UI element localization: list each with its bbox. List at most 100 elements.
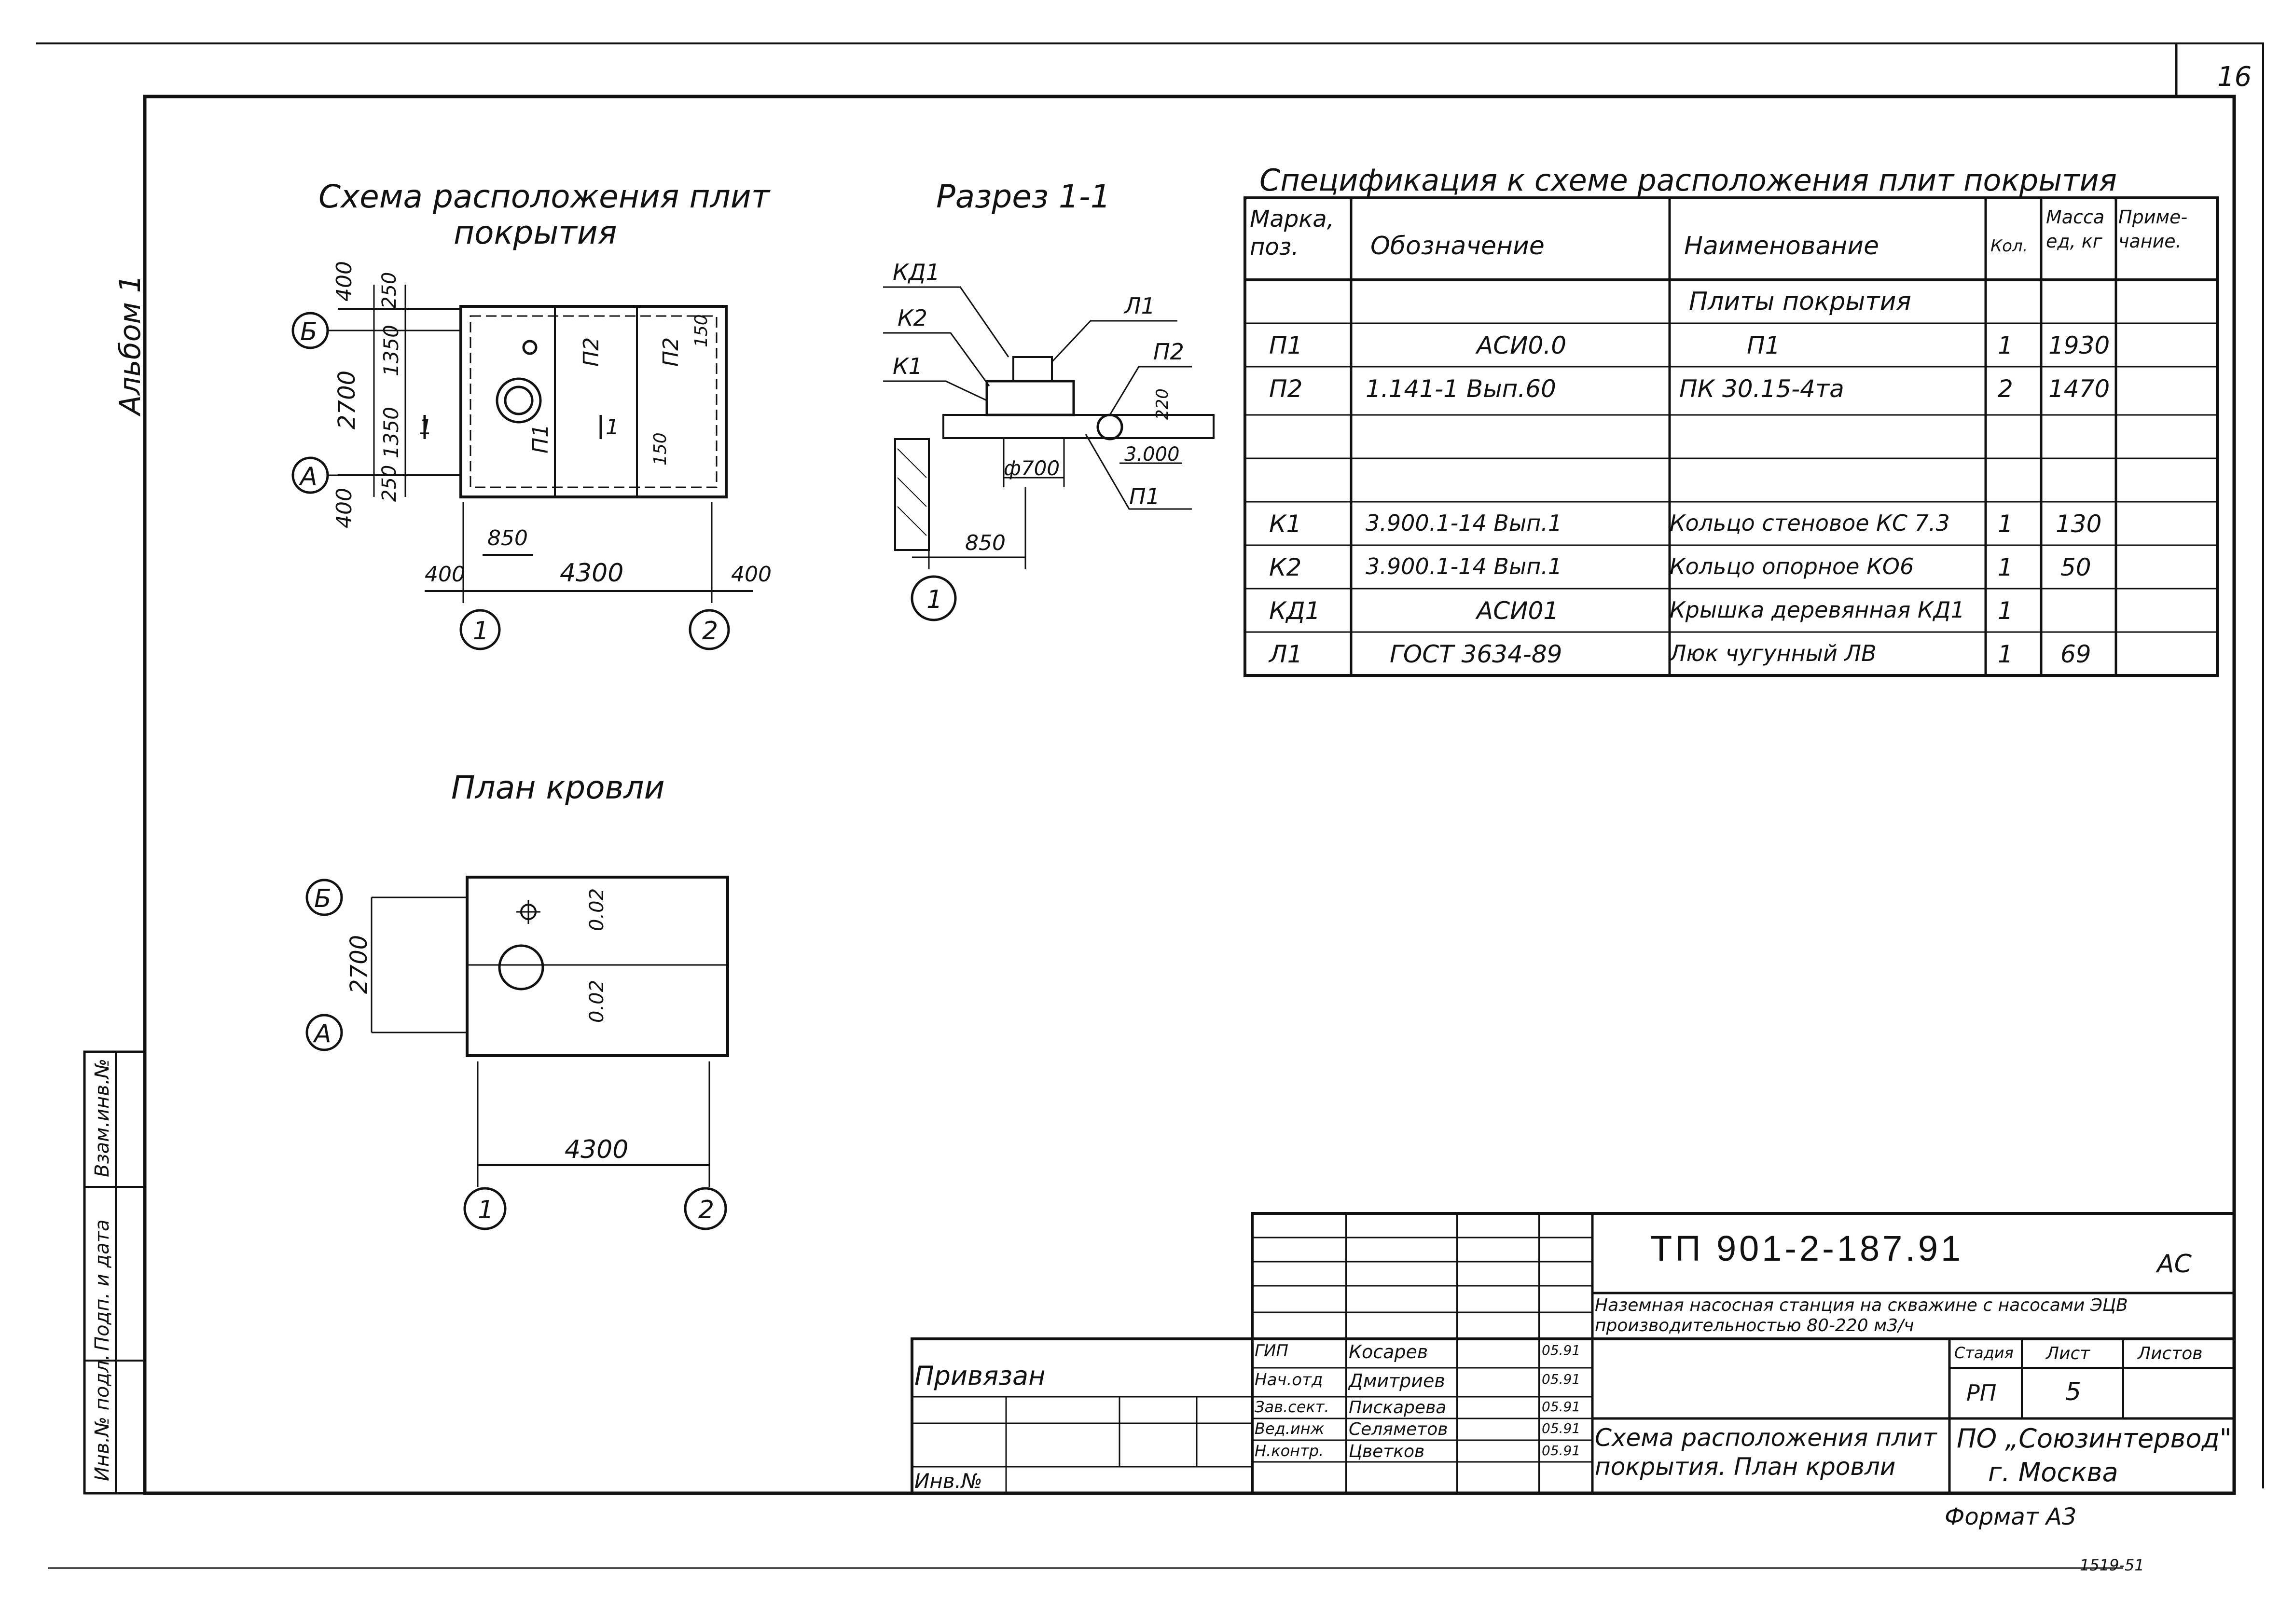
spec-cell-mark: П2 bbox=[1269, 375, 1303, 403]
section-pipe-icon bbox=[1096, 413, 1123, 440]
spec-cell-mass: 69 bbox=[2060, 640, 2091, 668]
spec-cell-mass: 1930 bbox=[2048, 331, 2110, 359]
dim-4300: 4300 bbox=[560, 559, 623, 588]
label-p1: П1 bbox=[1129, 483, 1160, 509]
roof-outline bbox=[466, 876, 729, 1057]
axis-2-label: 2 bbox=[702, 617, 718, 646]
shaft-outer-icon bbox=[496, 377, 542, 424]
roof-shaft-icon bbox=[498, 944, 544, 991]
table-row: К1 3.900.1-14 Вып.1 Кольцо стеновое КС 7… bbox=[1245, 503, 2217, 545]
spec-grid: Марка, поз. Обозначение Наименование Кол… bbox=[1245, 198, 2217, 675]
section-1-1: Разрез 1-1 ф700 КД1 К2 К1 Л1 П2 П1 220 3… bbox=[883, 178, 1215, 621]
section-title: Разрез 1-1 bbox=[936, 178, 1111, 215]
roof-axis-a-label: А bbox=[313, 1019, 332, 1048]
spec-header-qty: Кол. bbox=[1990, 236, 2028, 256]
label-k1: К1 bbox=[893, 353, 923, 379]
spec-cell-designation: ГОСТ 3634-89 bbox=[1390, 640, 1562, 668]
spec-cell-qty: 1 bbox=[1998, 331, 2013, 359]
spec-header-mass: Масса ед, кг bbox=[2046, 206, 2105, 252]
dim-250-top: 250 bbox=[378, 272, 401, 309]
spec-cell-designation: 3.900.1-14 Вып.1 bbox=[1366, 510, 1562, 536]
spec-cell-mark: К2 bbox=[1269, 553, 1302, 581]
spec-cell-qty: 2 bbox=[1998, 375, 2013, 403]
roof-axis-b-label: Б bbox=[314, 884, 332, 913]
slab-inner-contour bbox=[470, 315, 718, 488]
mark-p2-b: П2 bbox=[659, 337, 683, 367]
label-k2: К2 bbox=[898, 305, 927, 331]
section-slab bbox=[942, 414, 1215, 439]
section-wall bbox=[894, 438, 930, 551]
table-row: КД1 АСИ01 Крышка деревянная КД1 1 bbox=[1245, 590, 2217, 632]
spec-cell-qty: 1 bbox=[1998, 640, 2013, 668]
cut-mark-right: 1 bbox=[606, 415, 619, 440]
shaft-inner-icon bbox=[504, 385, 534, 415]
roof-slope-top: 0.02 bbox=[586, 888, 608, 931]
slab-outline bbox=[459, 305, 728, 498]
spec-cell-name: П1 bbox=[1747, 331, 1781, 359]
spec-cell-mass: 130 bbox=[2056, 510, 2102, 538]
dim-250-bottom: 250 bbox=[378, 465, 401, 502]
spec-cell-designation: АСИ0.0 bbox=[1477, 331, 1567, 359]
elevation-mark: 3.000 bbox=[1124, 443, 1180, 466]
spec-cell-name: ПК 30.15-4та bbox=[1679, 375, 1844, 403]
dim-150-top: 150 bbox=[691, 314, 711, 347]
spec-cell-mark: К1 bbox=[1269, 510, 1302, 538]
outer-trim-line bbox=[36, 42, 2264, 1488]
spec-cell-qty: 1 bbox=[1998, 597, 2013, 625]
spec-cell-name: Люк чугунный ЛВ bbox=[1670, 640, 1877, 666]
stamp-label-sign: Подп. и дата bbox=[91, 1220, 113, 1351]
dim-220: 220 bbox=[1153, 388, 1172, 420]
label-kd1: КД1 bbox=[893, 259, 940, 285]
roof-axis-2-label: 2 bbox=[698, 1196, 714, 1225]
dim-400-top: 400 bbox=[332, 261, 357, 302]
spec-header-mark: Марка, поз. bbox=[1250, 206, 1334, 261]
spec-cell-designation: 1.141-1 Вып.60 bbox=[1366, 375, 1556, 403]
scheme-title-line1: Схема расположения плит bbox=[318, 178, 771, 215]
sheet-number: 16 bbox=[2217, 61, 2252, 93]
spec-header-name: Наименование bbox=[1684, 232, 1879, 261]
spec-header-note: Приме- чание. bbox=[2118, 206, 2188, 252]
axis-a-label: А bbox=[299, 462, 318, 491]
spec-cell-name: Кольцо стеновое КС 7.3 bbox=[1670, 510, 1950, 536]
section-axis-label: 1 bbox=[926, 585, 942, 614]
spec-title: Спецификация к схеме расположения плит п… bbox=[1259, 163, 2117, 198]
roof-axis-1-label: 1 bbox=[478, 1196, 494, 1225]
hatch-mark-icon bbox=[522, 340, 538, 355]
dim-850-section: 850 bbox=[965, 531, 1006, 555]
axis-b-label: Б bbox=[300, 317, 318, 346]
spec-cell-designation: АСИ01 bbox=[1477, 597, 1559, 625]
spec-cell-mass: 1470 bbox=[2048, 375, 2110, 403]
dim-1350-top: 1350 bbox=[379, 325, 403, 376]
section-cover bbox=[1012, 356, 1053, 382]
format-label: Формат А3 bbox=[1945, 1503, 2076, 1530]
spec-cell-name: Крышка деревянная КД1 bbox=[1670, 597, 1965, 623]
mark-p1: П1 bbox=[528, 424, 553, 454]
table-row: Л1 ГОСТ 3634-89 Люк чугунный ЛВ 1 69 bbox=[1245, 633, 2217, 675]
dim-400-left: 400 bbox=[425, 562, 465, 587]
spec-header-designation: Обозначение bbox=[1370, 232, 1545, 261]
spec-row-group-plates: Плиты покрытия bbox=[1689, 287, 1911, 316]
scheme-layout: Схема расположения плит покрытия 400 270… bbox=[291, 178, 772, 650]
dim-150-bottom: 150 bbox=[650, 432, 670, 466]
mark-p2-a: П2 bbox=[579, 337, 604, 367]
section-ring bbox=[985, 380, 1075, 416]
table-row: К2 3.900.1-14 Вып.1 Кольцо опорное КО6 1… bbox=[1245, 546, 2217, 589]
label-l1: Л1 bbox=[1123, 293, 1155, 319]
title-block bbox=[911, 1212, 2236, 1495]
table-row: П1 АСИ0.0 П1 1 1930 bbox=[1245, 324, 2217, 367]
spec-cell-qty: 1 bbox=[1998, 553, 2013, 581]
stamp-label-replace: Взам.инв.№ bbox=[91, 1059, 113, 1177]
dim-1350-bottom: 1350 bbox=[379, 407, 403, 458]
stamp-label-inv: Инв.№ подл. bbox=[91, 1354, 113, 1481]
spec-table: Спецификация к схеме расположения плит п… bbox=[1244, 163, 2219, 677]
dim-2700: 2700 bbox=[333, 371, 360, 429]
roof-dim-2700: 2700 bbox=[345, 935, 373, 994]
album-label: Альбом 1 bbox=[113, 275, 147, 417]
corner-code: 1519-51 bbox=[2080, 1556, 2144, 1574]
spec-cell-qty: 1 bbox=[1998, 510, 2013, 538]
roof-plan: План кровли 0.02 0.02 2700 Б А 4300 1 2 bbox=[305, 769, 729, 1230]
dim-d700: ф700 bbox=[1004, 456, 1060, 480]
table-row: П2 1.141-1 Вып.60 ПК 30.15-4та 2 1470 bbox=[1245, 368, 2217, 413]
dim-850: 850 bbox=[487, 526, 528, 551]
